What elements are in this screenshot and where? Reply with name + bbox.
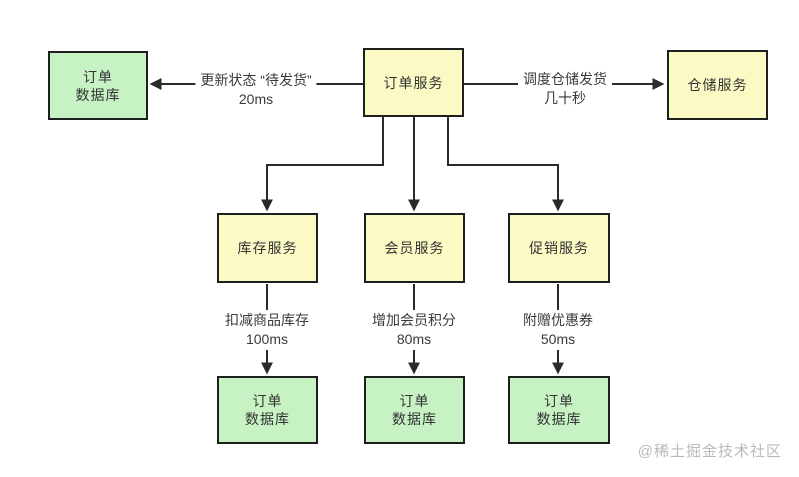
edge-label-dispatch-warehouse-text: 调度仓储发货 bbox=[523, 71, 607, 87]
node-order-db-member: 订单 数据库 bbox=[364, 376, 465, 444]
edge-label-attach-coupon-latency: 50ms bbox=[540, 331, 576, 347]
node-order-service-label: 订单服务 bbox=[383, 74, 444, 91]
edge-label-update-status-latency: 20ms bbox=[238, 91, 274, 107]
edge-label-attach-coupon-text: 附赠优惠券 bbox=[523, 312, 593, 328]
edge-label-add-points: 增加会员积分 80ms bbox=[367, 310, 461, 350]
node-inventory-service-label: 库存服务 bbox=[237, 240, 298, 256]
edge-label-deduct-stock-latency: 100ms bbox=[245, 331, 289, 347]
node-order-db-inventory: 订单 数据库 bbox=[217, 376, 318, 444]
node-warehouse-service-label: 仓储服务 bbox=[687, 77, 748, 93]
edge-label-dispatch-warehouse-latency: 几十秒 bbox=[544, 90, 586, 106]
edge-order-service-to-promotion bbox=[447, 117, 564, 212]
node-member-service: 会员服务 bbox=[364, 213, 465, 283]
node-warehouse-service: 仓储服务 bbox=[667, 50, 768, 120]
edge-label-update-status: 更新状态 “待发货” 20ms bbox=[195, 70, 317, 110]
edge-label-deduct-stock: 扣减商品库存 100ms bbox=[220, 310, 314, 350]
node-order-db-promotion: 订单 数据库 bbox=[508, 376, 610, 444]
edge-label-update-status-text: 更新状态 “待发货” bbox=[200, 72, 312, 88]
node-order-db-promotion-label: 订单 数据库 bbox=[536, 393, 582, 427]
node-promotion-service-label: 促销服务 bbox=[529, 240, 589, 256]
node-inventory-service: 库存服务 bbox=[217, 213, 318, 283]
watermark: @稀土掘金技术社区 bbox=[637, 443, 782, 460]
edge-label-dispatch-warehouse: 调度仓储发货 几十秒 bbox=[518, 69, 612, 109]
edge-label-deduct-stock-text: 扣减商品库存 bbox=[225, 312, 309, 328]
node-order-service: 订单服务 bbox=[363, 48, 464, 117]
node-order-db-member-label: 订单 数据库 bbox=[392, 393, 437, 427]
edge-order-service-to-inventory bbox=[261, 117, 384, 212]
node-promotion-service: 促销服务 bbox=[508, 213, 610, 283]
edge-label-attach-coupon: 附赠优惠券 50ms bbox=[518, 310, 598, 350]
node-order-db-top-label: 订单 数据库 bbox=[75, 68, 121, 103]
node-order-db-inventory-label: 订单 数据库 bbox=[245, 393, 290, 427]
node-member-service-label: 会员服务 bbox=[384, 240, 445, 256]
edge-label-add-points-text: 增加会员积分 bbox=[372, 312, 456, 328]
edge-label-add-points-latency: 80ms bbox=[396, 331, 432, 347]
node-order-db-top: 订单 数据库 bbox=[48, 51, 148, 120]
